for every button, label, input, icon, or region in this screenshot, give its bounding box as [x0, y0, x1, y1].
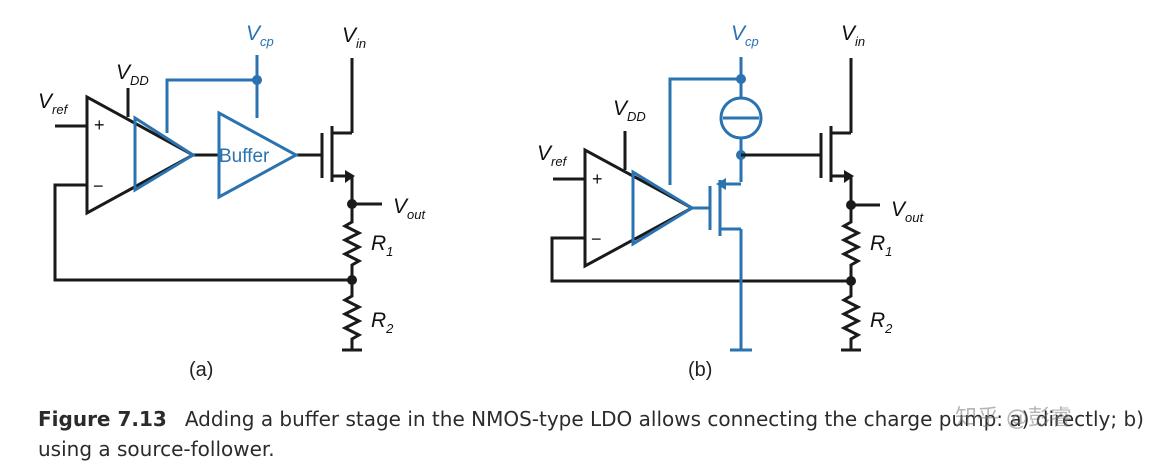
vout-label-b: Vout: [891, 198, 924, 225]
error-amplifier-a: [85, 94, 197, 216]
watermark: 知乎 @彭睿: [955, 406, 1072, 431]
caption-text: Adding a buffer stage in the NMOS-type L…: [38, 407, 1144, 461]
panel-a-label: (a): [189, 359, 213, 381]
figure-number: Figure 7.13: [38, 407, 167, 431]
panel-b-label: (b): [688, 359, 712, 381]
plus-sign-a: +: [94, 115, 105, 135]
ldo-circuit-figure: + − Buffer Vref VDD Vcp Vin Vout R1 R2 (…: [38, 22, 924, 381]
r2-label-b: R2: [870, 309, 893, 336]
plus-sign-b: +: [592, 169, 603, 189]
vin-label-b: Vin: [841, 22, 865, 49]
vref-label-a: Vref: [38, 90, 69, 117]
minus-sign-a: −: [93, 176, 104, 196]
vcp-node-a: [252, 75, 262, 85]
vdd-label-b: VDD: [613, 97, 646, 124]
nmos-pass-transistor-a: [320, 58, 355, 204]
buffer-label: Buffer: [219, 146, 270, 167]
minus-sign-b: −: [591, 229, 602, 249]
r1-label-a: R1: [371, 232, 393, 259]
error-amplifier-b: [583, 147, 696, 269]
source-follower-transistor: [708, 178, 752, 352]
resistor-r2-b: [840, 281, 862, 350]
vcp-label-b: Vcp: [731, 22, 759, 49]
panel-a-circuit: + − Buffer Vref VDD Vcp Vin Vout R1 R2 (…: [38, 22, 426, 381]
r1-label-b: R1: [870, 232, 892, 259]
buffer-triangle: [217, 110, 300, 200]
resistor-r1-a: [341, 204, 363, 280]
panel-b-circuit: + − Vref VDD Vcp Vin Vout R1 R2 (b): [537, 22, 924, 381]
vin-label-a: Vin: [342, 24, 366, 51]
vcp-label-a: Vcp: [246, 22, 274, 49]
resistor-r1-b: [840, 205, 862, 281]
r2-label-a: R2: [371, 309, 394, 336]
vdd-label-a: VDD: [116, 61, 149, 88]
vref-label-b: Vref: [537, 142, 568, 169]
resistor-r2-a: [341, 280, 363, 350]
amp-output-stage-b: [631, 169, 695, 247]
vout-label-a: Vout: [393, 195, 426, 222]
amp-output-stage-a: [133, 115, 196, 193]
nmos-pass-transistor-b: [819, 58, 854, 205]
current-source: [719, 96, 763, 140]
